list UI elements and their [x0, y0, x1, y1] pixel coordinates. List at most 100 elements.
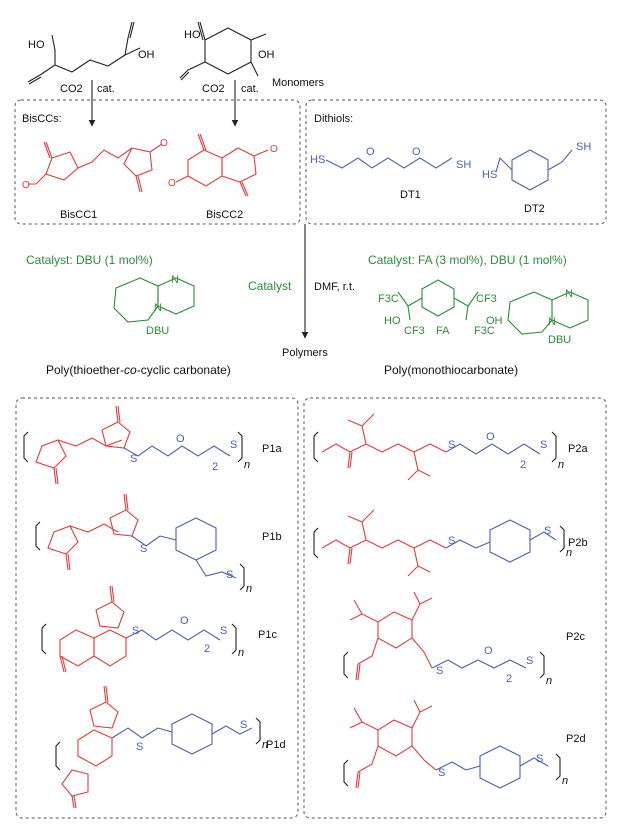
- p1a-sub2: 2: [212, 461, 218, 473]
- cat-right-label: cat.: [241, 83, 259, 95]
- catalyst-fa-label: Catalyst: FA (3 mol%), DBU (1 mol%): [368, 253, 567, 267]
- dbu-right-label: DBU: [548, 334, 571, 346]
- atom-oh: OH: [138, 49, 155, 61]
- p1c-structure: S O 2 S n: [41, 585, 244, 673]
- p2a-sub2: 2: [520, 459, 526, 471]
- fa-ho: HO: [384, 315, 401, 327]
- p1c-s1: S: [132, 625, 139, 637]
- dt1-sh: SH: [456, 159, 471, 171]
- p1b-structure: S S n: [35, 493, 252, 595]
- atom-oh-2: OH: [258, 49, 275, 61]
- p1a-structure: S O 2 S n: [23, 405, 250, 485]
- p1-box: [15, 397, 299, 819]
- biscc2-structure: O O: [168, 133, 278, 197]
- fa-f3c-2: F3C: [474, 325, 495, 337]
- dt1-o-2: O: [412, 146, 421, 158]
- p1c-sub2: 2: [204, 643, 210, 655]
- dbu-right-n2: N: [548, 316, 556, 328]
- dt1-label: DT1: [400, 189, 421, 201]
- p2b-label: P2b: [568, 537, 588, 549]
- biscc-header: BisCCs:: [22, 113, 62, 125]
- dithiols-header: Dithiols:: [314, 113, 353, 125]
- p2c-n: n: [546, 675, 552, 687]
- p2a-structure: S O 2 S n: [313, 413, 564, 481]
- biscc1-o-1: O: [22, 180, 30, 191]
- dbu-left-label: DBU: [146, 325, 169, 337]
- catalyst-mid-label: Catalyst: [248, 279, 292, 293]
- p2c-structure: S O 2 S n: [343, 591, 552, 687]
- p2d-s1: S: [438, 767, 445, 779]
- p2b-s2: S: [544, 525, 551, 537]
- conditions-label: DMF, r.t.: [314, 281, 355, 293]
- poly-left-title: Poly(thioether-co-cyclic carbonate): [46, 363, 231, 377]
- polymers-label: Polymers: [282, 347, 328, 359]
- p2d-n: n: [562, 775, 568, 787]
- p1c-n: n: [238, 647, 244, 659]
- poly-right-title: Poly(monothiocarbonate): [384, 363, 518, 377]
- biscc2-label: BisCC2: [206, 209, 243, 221]
- fa-f3c-1: F3C: [378, 293, 399, 305]
- poly-left-title-a: Poly(thioether-: [46, 363, 124, 377]
- p1b-s1: S: [140, 543, 147, 555]
- p2a-o: O: [486, 431, 495, 443]
- dt2-sh: SH: [576, 141, 591, 153]
- p2c-sub2: 2: [506, 673, 512, 685]
- dbu-left-n1: N: [171, 274, 179, 286]
- dbu-left-structure: N N: [113, 274, 195, 323]
- p2d-structure: S S n: [343, 699, 568, 789]
- p1d-s1: S: [136, 741, 143, 753]
- p2c-s2: S: [526, 655, 533, 667]
- p2c-o: O: [484, 645, 493, 657]
- p1c-s2: S: [220, 625, 227, 637]
- p1a-n: n: [244, 459, 250, 471]
- p2a-label: P2a: [568, 443, 588, 455]
- p1d-n: n: [262, 739, 268, 751]
- p1b-s2: S: [226, 569, 233, 581]
- dt1-hs: HS: [310, 154, 325, 166]
- co2-left-label: CO2: [60, 83, 83, 95]
- monomers-label: Monomers: [272, 77, 324, 89]
- catalyst-dbu-label: Catalyst: DBU (1 mol%): [26, 253, 153, 267]
- fa-structure: F3C HO CF3 CF3 OH F3C: [378, 279, 503, 337]
- p1d-structure: S S n: [55, 685, 268, 809]
- p2-box: [303, 397, 607, 819]
- biscc2-o-1: O: [168, 178, 176, 189]
- p2d-label: P2d: [566, 733, 586, 745]
- p1d-s2: S: [240, 719, 247, 731]
- p1a-label: P1a: [262, 443, 282, 455]
- dt2-label: DT2: [524, 203, 545, 215]
- dt2-structure: HS SH: [482, 141, 591, 191]
- p1c-label: P1c: [258, 629, 277, 641]
- p2c-s1: S: [436, 665, 443, 677]
- diol-monomer-1: HO OH: [27, 21, 155, 85]
- p1a-s1: S: [130, 453, 137, 465]
- poly-left-title-b: -cyclic carbonate): [137, 363, 231, 377]
- p2c-label: P2c: [566, 631, 585, 643]
- p2a-s2: S: [540, 439, 547, 451]
- dt1-structure: HS O O SH: [310, 146, 471, 171]
- atom-ho: HO: [28, 39, 45, 51]
- dbu-right-structure: N N: [507, 288, 589, 335]
- p1d-label: P1d: [266, 739, 286, 751]
- diol-monomer-2: HO OH: [179, 21, 275, 81]
- biscc-box: [14, 99, 301, 225]
- co2-right-label: CO2: [202, 83, 225, 95]
- poly-left-title-co: co: [124, 363, 137, 377]
- p2a-s1: S: [448, 439, 455, 451]
- p2b-s1: S: [448, 535, 455, 547]
- dbu-left-n2: N: [154, 302, 162, 314]
- p1a-o: O: [176, 433, 185, 445]
- fa-cf3-2: CF3: [476, 293, 497, 305]
- biscc2-o-2: O: [270, 144, 278, 155]
- dbu-right-n1: N: [565, 288, 573, 300]
- dithiols-box: [305, 99, 607, 225]
- atom-ho-2: HO: [184, 29, 201, 41]
- biscc1-o-2: O: [160, 138, 168, 149]
- p2a-n: n: [558, 459, 564, 471]
- dt1-o-1: O: [366, 146, 375, 158]
- biscc1-structure: O O: [22, 138, 168, 193]
- p1c-o: O: [180, 615, 189, 627]
- biscc1-label: BisCC1: [60, 209, 97, 221]
- p1b-n: n: [246, 583, 252, 595]
